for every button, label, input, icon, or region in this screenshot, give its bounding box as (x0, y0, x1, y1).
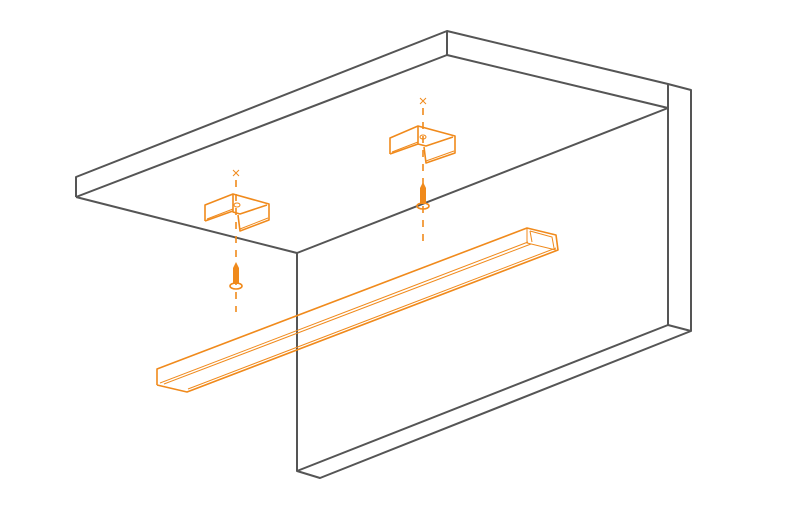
mounting-clip-left (204, 193, 270, 232)
drill-mark-x-icon (232, 169, 240, 177)
drill-axis-right (419, 97, 427, 246)
mounting-clip-right (389, 125, 456, 164)
cabinet (75, 30, 692, 479)
screw-left (229, 262, 243, 290)
screw-right (416, 182, 430, 210)
led-profile-rail (156, 227, 559, 393)
drill-axis-left (232, 169, 240, 312)
drill-mark-x-icon (419, 97, 427, 105)
